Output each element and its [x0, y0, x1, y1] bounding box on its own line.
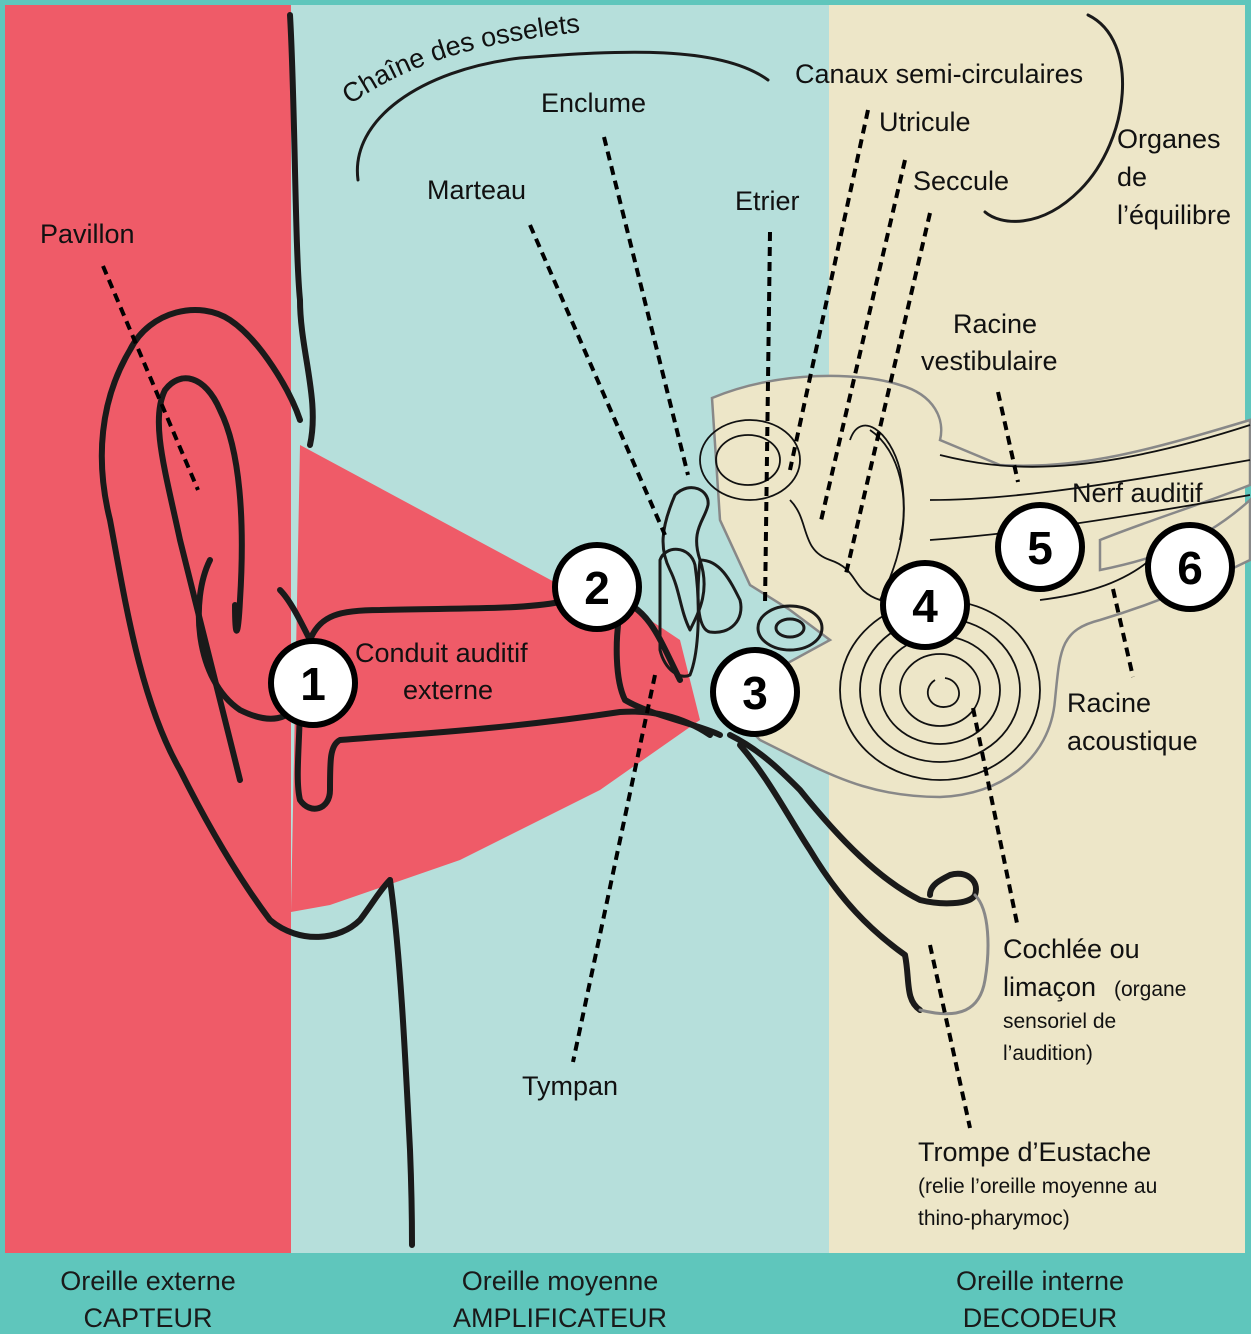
marker-5: 5 [998, 505, 1082, 589]
label-cochlee-2: limaçon [1003, 972, 1096, 1002]
label-canaux: Canaux semi-circulaires [795, 59, 1083, 89]
outer-ear-region [5, 5, 291, 1253]
label-trompe: Trompe d’Eustache [918, 1137, 1151, 1167]
label-organes: Organes [1117, 124, 1221, 154]
section-inner-name: Oreille interne [956, 1266, 1124, 1296]
label-cochlee-note-1: (organe [1114, 978, 1186, 1001]
label-trompe-note-1: (relie l’oreille moyenne au [918, 1175, 1157, 1198]
section-inner-role: DECODEUR [963, 1303, 1118, 1333]
marker-6: 6 [1148, 525, 1232, 609]
section-middle-name: Oreille moyenne [462, 1266, 659, 1296]
label-organes-equilibre: l’équilibre [1117, 200, 1231, 230]
marker-4: 4 [883, 563, 967, 647]
label-seccule: Seccule [913, 166, 1009, 196]
section-outer-role: CAPTEUR [83, 1303, 212, 1333]
footer-sections: Oreille externe CAPTEUR Oreille moyenne … [60, 1266, 1124, 1333]
label-racine-vestibulaire-2: vestibulaire [921, 346, 1058, 376]
marker-4-text: 4 [912, 580, 938, 632]
label-tympan: Tympan [522, 1071, 618, 1101]
marker-1: 1 [271, 641, 355, 725]
label-cochlee-1: Cochlée ou [1003, 934, 1140, 964]
label-organes-de: de [1117, 162, 1147, 192]
marker-2: 2 [555, 545, 639, 629]
label-cochlee-note-3: l’audition) [1003, 1042, 1093, 1065]
label-racine-vestibulaire-1: Racine [953, 309, 1037, 339]
label-racine-acoustique-1: Racine [1067, 688, 1151, 718]
label-conduit-2: externe [403, 675, 493, 705]
marker-6-text: 6 [1177, 542, 1203, 594]
marker-3: 3 [713, 650, 797, 734]
marker-3-text: 3 [742, 667, 768, 719]
label-racine-acoustique-2: acoustique [1067, 726, 1198, 756]
label-etrier: Etrier [735, 186, 800, 216]
label-trompe-note-2: thino-pharymoc) [918, 1207, 1070, 1230]
label-marteau: Marteau [427, 175, 526, 205]
marker-5-text: 5 [1027, 522, 1053, 574]
label-enclume: Enclume [541, 88, 646, 118]
label-utricule: Utricule [879, 107, 971, 137]
marker-2-text: 2 [584, 562, 610, 614]
label-pavillon: Pavillon [40, 219, 135, 249]
label-conduit-1: Conduit auditif [355, 638, 528, 668]
label-cochlee-note-2: sensoriel de [1003, 1010, 1116, 1033]
section-outer-name: Oreille externe [60, 1266, 236, 1296]
marker-1-text: 1 [300, 658, 326, 710]
section-middle-role: AMPLIFICATEUR [453, 1303, 667, 1333]
label-nerf-auditif: Nerf auditif [1072, 478, 1203, 508]
